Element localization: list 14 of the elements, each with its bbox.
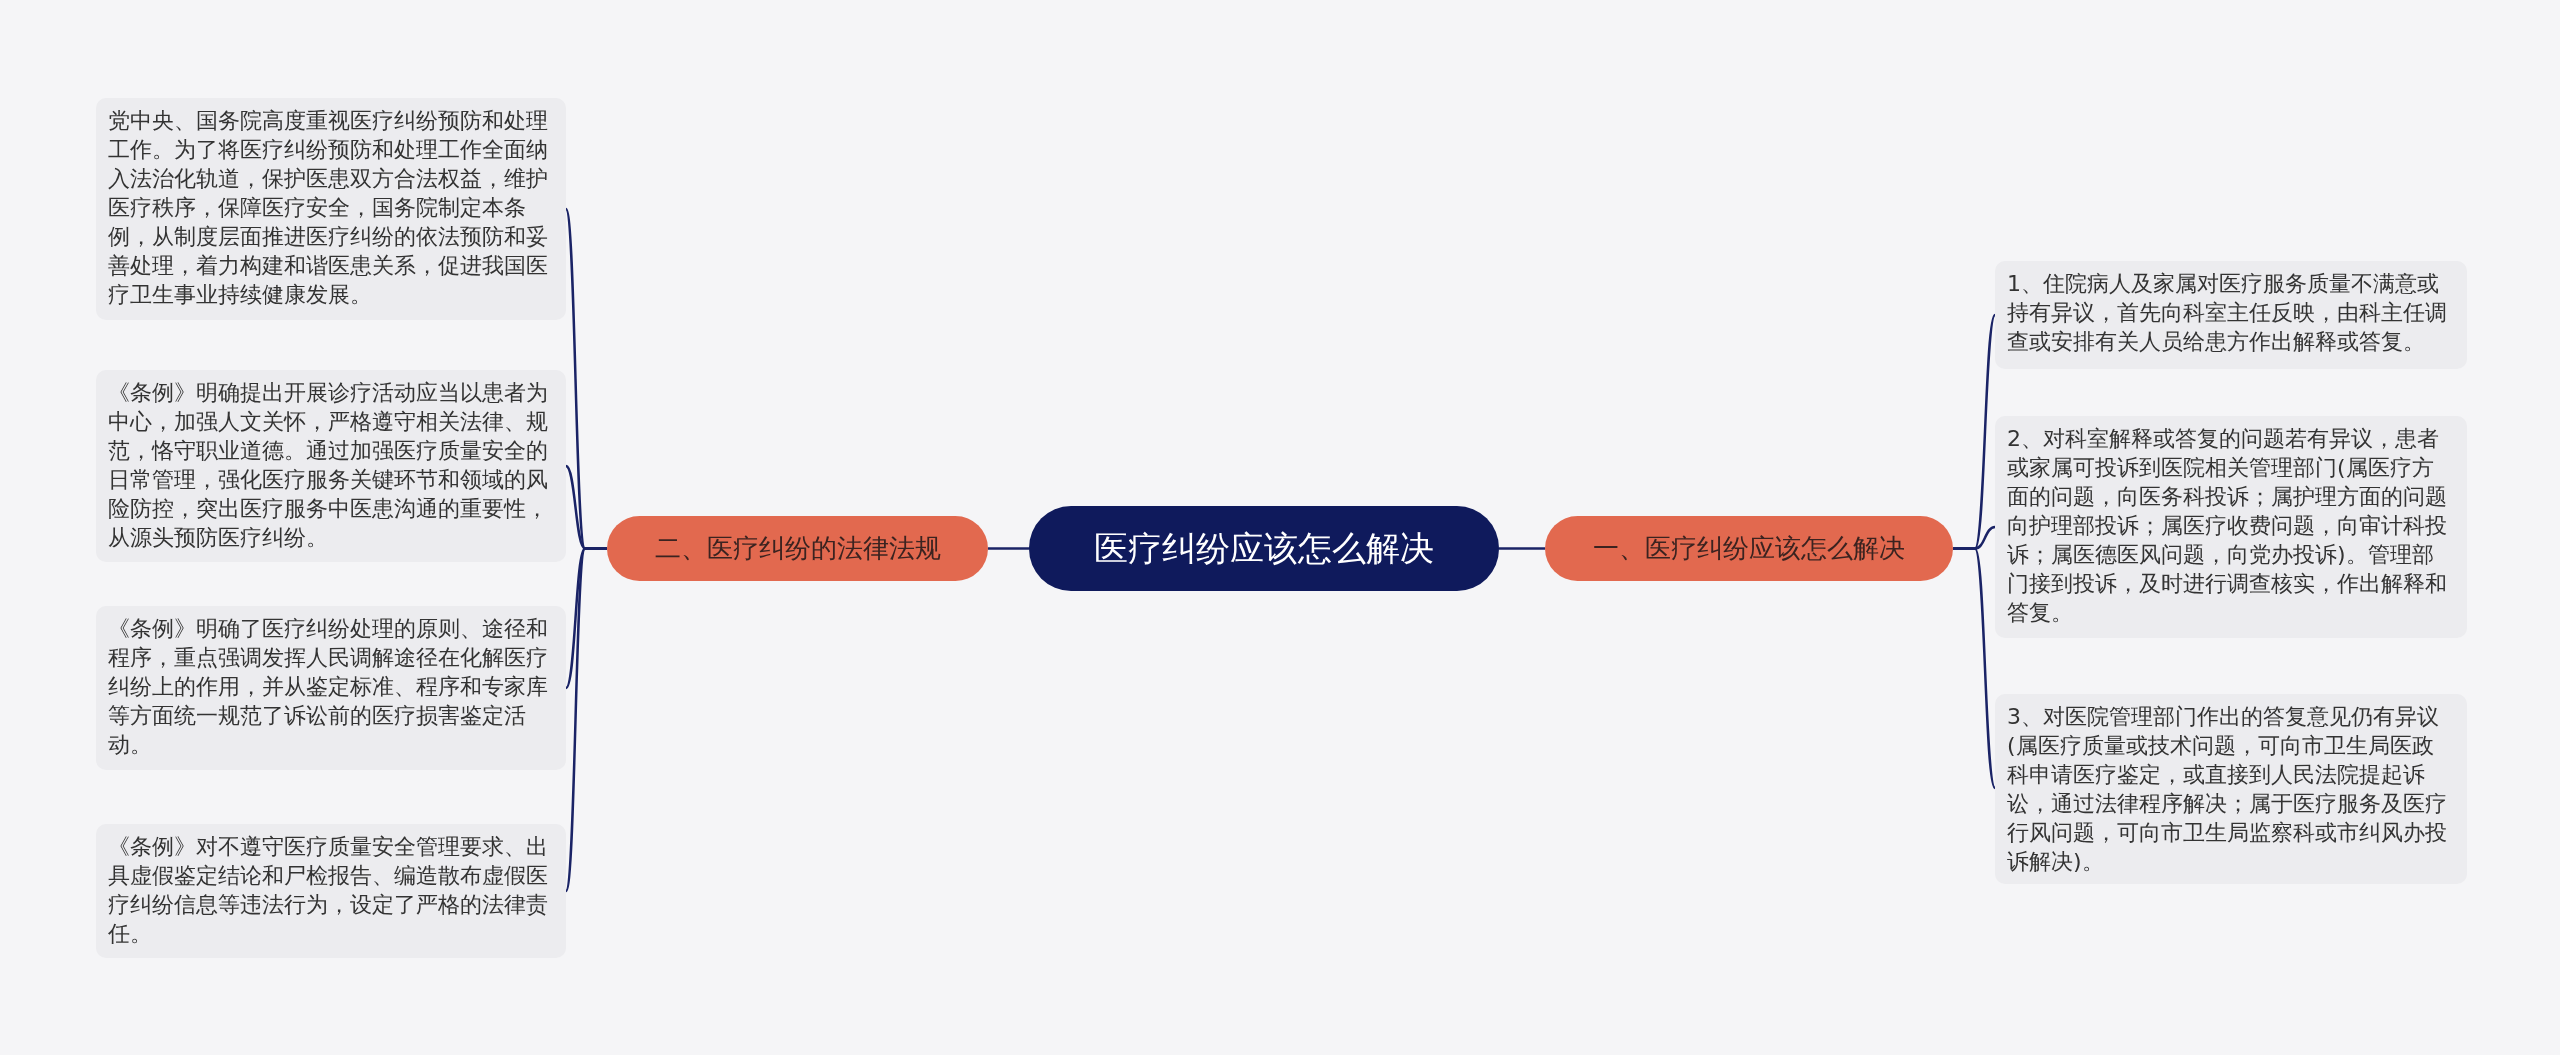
central-topic: 医疗纠纷应该怎么解决 [1029, 506, 1499, 591]
branch-topic: 一、医疗纠纷应该怎么解决 [1545, 516, 1953, 581]
connector-line [988, 547, 1029, 550]
connector-line [1499, 547, 1545, 550]
connector-line [1953, 547, 1997, 789]
connector-line [564, 547, 607, 892]
note-card: 《条例》明确提出开展诊疗活动应当以患者为中心，加强人文关怀，严格遵守相关法律、规范，恪守职业道德。通过加强医疗质量安全的日常管理，强化医疗服务关键环节和领域的风险防控，突出医疗服务中医患沟通的重要性，从源头预防医疗纠纷。 [96, 370, 566, 562]
note-card: 3、对医院管理部门作出的答复意见仍有异议(属医疗质量或技术问题，可向市卫生局医政科申请医疗鉴定，或直接到人民法院提起诉讼，通过法律程序解决；属于医疗服务及医疗行风问题，可向市卫生局监察科或市纠风办投诉解决)。 [1995, 694, 2467, 884]
branch-topic: 二、医疗纠纷的法律法规 [607, 516, 988, 581]
note-card: 1、住院病人及家属对医疗服务质量不满意或持有异议，首先向科室主任反映，由科主任调查或安排有关人员给患方作出解释或答复。 [1995, 261, 2467, 369]
note-card: 《条例》明确了医疗纠纷处理的原则、途径和程序，重点强调发挥人民调解途径在化解医疗纠纷上的作用，并从鉴定标准、程序和专家库等方面统一规范了诉讼前的医疗损害鉴定活动。 [96, 606, 566, 770]
note-card: 2、对科室解释或答复的问题若有异议，患者或家属可投诉到医院相关管理部门(属医疗方面的问题，向医务科投诉；属护理方面的问题向护理部投诉；属医疗收费问题，向审计科投诉；属医德医风问题，向党办投诉)。管理部门接到投诉，及时进行调查核实，作出解释和答复。 [1995, 416, 2467, 638]
note-card: 《条例》对不遵守医疗质量安全管理要求、出具虚假鉴定结论和尸检报告、编造散布虚假医疗纠纷信息等违法行为，设定了严格的法律责任。 [96, 824, 566, 958]
note-card: 党中央、国务院高度重视医疗纠纷预防和处理工作。为了将医疗纠纷预防和处理工作全面纳入法治化轨道，保护医患双方合法权益，维护医疗秩序，保障医疗安全，国务院制定本条例，从制度层面推进医疗纠纷的依法预防和妥善处理，着力构建和谐医患关系，促进我国医疗卫生事业持续健康发展。 [96, 98, 566, 320]
